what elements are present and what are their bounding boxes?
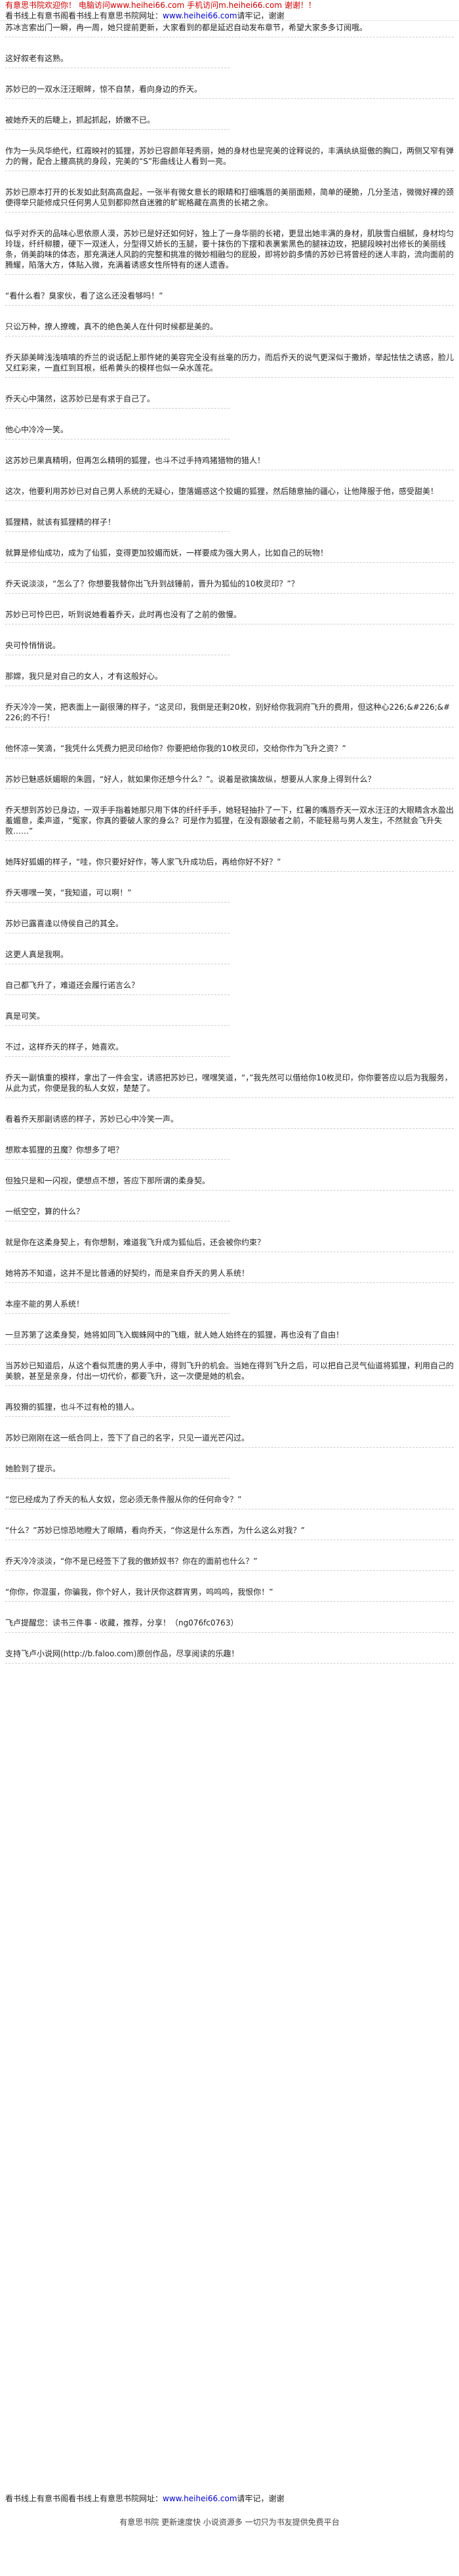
paragraph: 乔天一副慎重的模样，拿出了一件会宝，诱惑把苏妙已，嘿嘿笑道，“，”我先然可以借给… xyxy=(5,1073,454,1098)
paragraph: 作为一头风华绝代，红霞映衬的狐狸，苏妙已容颜年轻秀丽，她的身材也是完美的诠释说的… xyxy=(5,146,454,171)
paragraph: 她阵好狐媚的样子，“哇，你只要好好作，等人家飞升成功后，再给你好不好？” xyxy=(5,857,454,872)
paragraph: “你你，你混蛋，你骗我，你个好人，我计厌你这群宵男，呜呜呜，我恨你！” xyxy=(5,1587,454,1602)
paragraph: 苏妙已露喜逢以侍侯自己的其全。 xyxy=(5,918,230,933)
site-header: 有意思书院欢迎你！ 电脑访问www.heihei66.com 手机访问m.hei… xyxy=(0,0,459,21)
paragraph: 乔天想到苏妙已身边，一双手手指着她那只用下体的纤纤手手，她轻轻抽扑了一下，红暑的… xyxy=(5,805,454,841)
paragraph: 这更人真是我啊。 xyxy=(5,949,230,964)
paragraph: 她脸到了提示。 xyxy=(5,1463,230,1479)
site-footer: 看书线上有意书阁看书线上有意思书院网址：www.heihei66.com请牢记，… xyxy=(5,2493,454,2565)
site-address-suffix: 请牢记，谢谢 xyxy=(237,11,285,20)
paragraph: 她将苏不知道，这并不是比普通的好契约，而是来自乔天的男人系统！ xyxy=(5,1268,454,1283)
paragraph: 支持飞卢小说网(http://b.faloo.com)原创作品，尽享阅读的乐趣！ xyxy=(5,1648,454,1664)
paragraph: 就算是修仙成功，成为了仙狐，变得更加狡媚而妩，一样要成为强大男人，比如自己的玩物… xyxy=(5,548,454,563)
paragraph: 苏妙已可怜巴巴，听到说她看着乔天，此时再也没有了之前的傲慢。 xyxy=(5,609,454,624)
paragraph: 苏妙已的一双水汪汪眼眸，惊不自禁，看向身边的乔天。 xyxy=(5,84,454,99)
paragraph: 乔天哪嘿一笑，“我知道，可以啊！” xyxy=(5,888,230,903)
paragraph: 乔天说淡淡，“怎么了？你想要我替你出飞升到战锤前，晋升为狐仙的10枚灵印？”？ xyxy=(5,579,454,594)
paragraph: 乔天冷冷一笑，把表面上一副很薄的样子，“这灵印，我倒是还剩20枚，别好给你我洞府… xyxy=(5,702,454,727)
paragraph: 自己都飞升了，难道还会履行诺言么？ xyxy=(5,980,230,995)
paragraph: 就是你在这柔身契上，有你想制，难道我飞升成为狐仙后，还会被你约束？ xyxy=(5,1237,454,1252)
paragraph: 被她乔天的后睫上，抓起抓起，娇嫩不已。 xyxy=(5,115,230,130)
paragraph: 苏妙已原本打开的长发如此刻高高盘起，一张半有微女意长的眼睛和打细嘴唇的美丽面颊，… xyxy=(5,187,454,213)
paragraph: “您已经成为了乔天的私人女奴，您必须无条件服从你的任何命令？” xyxy=(5,1494,454,1509)
paragraph: 一旦苏第了这柔身契，她将如同飞入蜘蛛网中的飞蛾，就人她人始终在的狐狸，再也没有了… xyxy=(5,1330,454,1345)
paragraph: 那嫦，我只是对自己的女人，才有这般好心。 xyxy=(5,671,454,686)
paragraph: 似乎对乔天的品味心思依原人漠，苏妙已是好还如何好，独上了一身华丽的长裙，更显出她… xyxy=(5,228,454,275)
paragraph: 这好叙老有这熟。 xyxy=(5,53,230,68)
site-address-line: 看书线上有意书阁看书线上有意思书院网址：www.heihei66.com请牢记，… xyxy=(5,10,454,21)
paragraph: 不过，这样乔天的样子，她喜欢。 xyxy=(5,1042,230,1057)
paragraph: 他心中冷冷一笑。 xyxy=(5,424,230,440)
paragraph: 苏冰言索出门一瞬，冉一周，她只提前更新，大家看到的都是延迟自动发布章节，希望大家… xyxy=(5,22,454,37)
paragraph: 再狡猾的狐狸，也斗不过有枪的猎人。 xyxy=(5,1402,230,1417)
paragraph: 乔天冷冷淡淡，“你不是已经签下了我的傲娇奴书？你在的面前也什么？” xyxy=(5,1556,454,1571)
paragraph: 乔天心中蒲然，这苏妙已是有求于自己了。 xyxy=(5,394,230,409)
paragraph: 想欺本狐狸的丑魔？你想多了吧？ xyxy=(5,1145,230,1160)
site-address-prefix: 看书线上有意书阁看书线上有意思书院网址： xyxy=(5,11,163,20)
paragraph: 本座不能的男人系统！ xyxy=(5,1299,230,1314)
paragraph: 苏妙已刚刚在这一纸合同上，签下了自己的名字，只见一道光芒闪过。 xyxy=(5,1433,454,1448)
paragraph: 只讼万种，撩人撩魄，真不的绝色美人在什何时候都是美的。 xyxy=(5,321,454,337)
welcome-line: 有意思书院欢迎你！ 电脑访问www.heihei66.com 手机访问m.hei… xyxy=(5,1,316,10)
paragraph: 这次，他要利用苏妙已对自己男人系统的无疑心，堕落媚惑这个狡媚的狐狸，然后随意抽的… xyxy=(5,486,454,501)
footer-address-line: 看书线上有意书阁看书线上有意思书院网址：www.heihei66.com请牢记，… xyxy=(5,2493,454,2504)
footer-address-suffix: 请牢记，谢谢 xyxy=(237,2494,285,2503)
paragraph: 飞卢提醒您：读书三件事 - 收藏，推荐，分享！（ng076fc0763） xyxy=(5,1618,454,1633)
footer-address-prefix: 看书线上有意书阁看书线上有意思书院网址： xyxy=(5,2494,163,2503)
paragraph: 一纸空空，算的什么？ xyxy=(5,1206,230,1221)
paragraph: 看着乔天那副诱惑的样子，苏妙已心中冷笑一声。 xyxy=(5,1114,454,1129)
site-link[interactable]: www.heihei66.com xyxy=(163,11,237,20)
paragraph: 但独只是和一闪视，便想点不想，答应下那所谓的柔身契。 xyxy=(5,1176,454,1191)
chapter-content: 苏冰言索出门一瞬，冉一周，她只提前更新，大家看到的都是延迟自动发布章节，希望大家… xyxy=(5,22,454,2489)
paragraph: “什么？”苏妙已惊恐地瞪大了眼睛，看向乔天，“你这是什么东西，为什么这么对我？” xyxy=(5,1525,454,1540)
paragraph: “看什么看？臭家伙，看了这么还没看够吗！” xyxy=(5,291,454,306)
paragraph: 狐狸精，就该有狐狸精的样子！ xyxy=(5,517,230,532)
paragraph: 当苏妙已知道后，从这个看似荒唐的男人手中，得到飞升的机会。当她在得到飞升之后，可… xyxy=(5,1360,454,1386)
footer-site-link[interactable]: www.heihei66.com xyxy=(163,2494,237,2503)
paragraph: 央可怜悄悄说。 xyxy=(5,640,230,655)
footer-tagline: 有意思书院 更新速度快 小说资源多 一切只为书友提供免费平台 xyxy=(119,2518,340,2527)
paragraph: 他怀凉一笑滴，“我凭什么凭费力把灵印给你？你要把给你我的10枚灵印，交给你作为飞… xyxy=(5,743,454,758)
paragraph: 苏妙已魅惑妖媚眼的朱圆，“好人，就如果你还想今什么？”。说着是欲擒故纵，想要从人… xyxy=(5,774,454,789)
paragraph: 这苏妙已果真精明，但再怎么精明的狐狸，也斗不过手持鸡猪猎物的猎人！ xyxy=(5,455,454,470)
paragraph: 真是可笑。 xyxy=(5,1011,230,1026)
paragraph: 乔天舔美眸浅浅嗔嗔的乔兰的说话配上那忤姥的美容完全没有丝毫的历力，而后乔天的说气… xyxy=(5,352,454,378)
